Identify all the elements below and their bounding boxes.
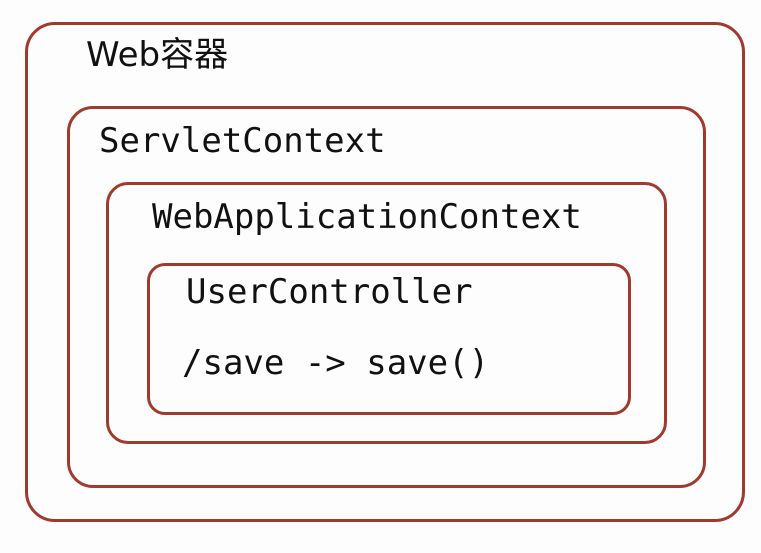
label-user-controller: UserController bbox=[186, 272, 473, 312]
box-servlet-context bbox=[67, 106, 706, 488]
box-web-application-context bbox=[106, 182, 667, 444]
label-servlet-context: ServletContext bbox=[99, 121, 386, 161]
label-web-application-context: WebApplicationContext bbox=[152, 197, 582, 237]
label-user-controller-mapping: /save -> save() bbox=[182, 343, 490, 383]
label-web-container: Web容器 bbox=[86, 35, 229, 75]
box-user-controller bbox=[147, 263, 631, 415]
box-web-container bbox=[25, 22, 745, 522]
